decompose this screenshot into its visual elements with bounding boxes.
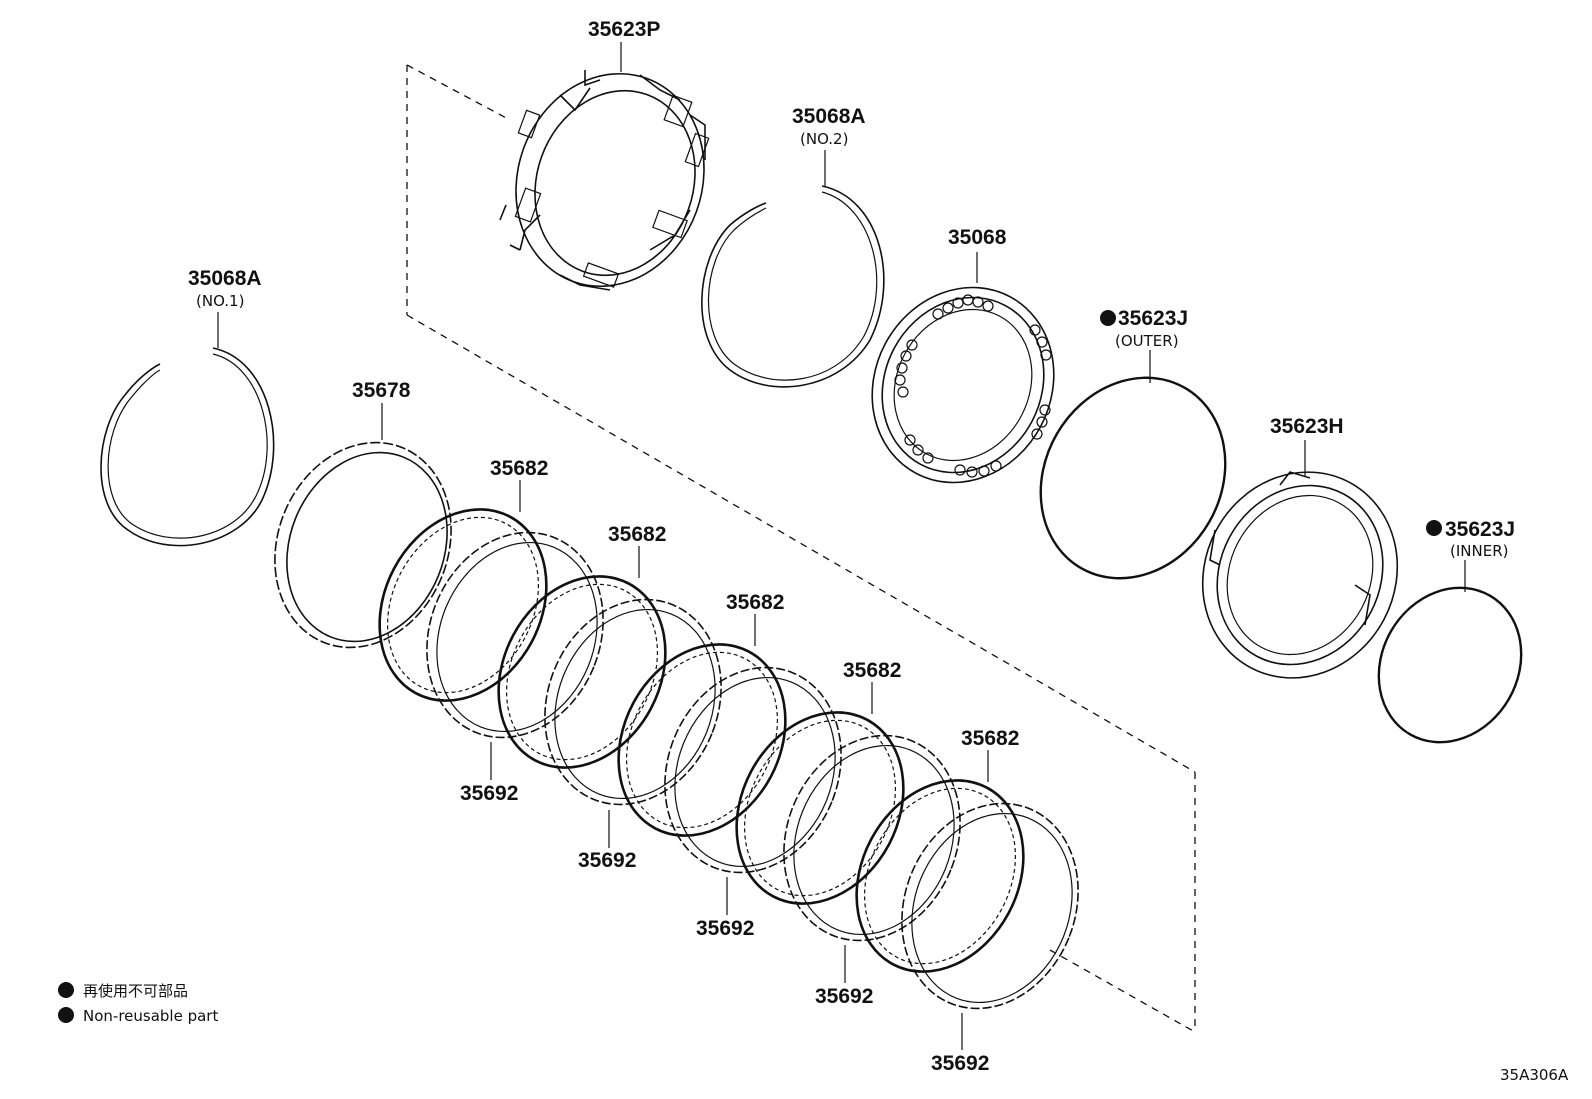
part-35682-friction-disc[interactable] bbox=[824, 750, 1056, 1001]
spring-cluster bbox=[894, 294, 1052, 478]
label-35678: 35678 bbox=[352, 379, 411, 402]
part-35692-steel-plate[interactable] bbox=[635, 641, 871, 915]
label-35623J-outer-note: (OUTER) bbox=[1115, 332, 1179, 350]
part-35623H-piston[interactable] bbox=[1167, 438, 1433, 713]
label-35682-2: 35682 bbox=[608, 523, 666, 546]
legend-bullet-english bbox=[58, 1007, 74, 1023]
label-35692-3: 35692 bbox=[696, 917, 754, 940]
label-35692-2: 35692 bbox=[578, 849, 636, 872]
legend: 再使用不可部品 Non-reusable part bbox=[58, 982, 218, 1025]
label-35623J-outer: 35623J bbox=[1118, 307, 1188, 330]
label-35682-1: 35682 bbox=[490, 457, 548, 480]
non-reusable-marker-outer bbox=[1100, 310, 1116, 326]
part-35068-piston-spring-assembly[interactable] bbox=[838, 252, 1087, 515]
label-35692-1: 35692 bbox=[460, 782, 518, 805]
label-35682-4: 35682 bbox=[843, 659, 901, 682]
clutch-disc-stack bbox=[347, 480, 1108, 1050]
label-35623J-inner-note: (INNER) bbox=[1450, 542, 1508, 560]
part-35623P-drum[interactable] bbox=[487, 42, 734, 313]
label-35623J-inner: 35623J bbox=[1445, 518, 1515, 541]
part-35692-steel-plate[interactable] bbox=[397, 506, 633, 780]
assembly-boundary bbox=[406, 64, 1196, 1033]
part-35682-friction-disc[interactable] bbox=[704, 682, 936, 933]
label-35692-5: 35692 bbox=[931, 1052, 989, 1075]
part-35068A-no1-snap-ring[interactable] bbox=[100, 312, 275, 547]
label-35623P: 35623P bbox=[588, 18, 660, 41]
part-35692-steel-plate[interactable] bbox=[872, 777, 1108, 1050]
legend-english: Non-reusable part bbox=[83, 1007, 218, 1025]
part-35623J-inner-o-ring[interactable] bbox=[1351, 560, 1549, 768]
label-35623H: 35623H bbox=[1270, 415, 1344, 438]
label-35068A-no1: 35068A bbox=[188, 267, 262, 290]
part-35682-friction-disc[interactable] bbox=[586, 614, 818, 865]
label-35068A-no2-note: (NO.2) bbox=[800, 130, 848, 148]
label-35682-3: 35682 bbox=[726, 591, 784, 614]
label-35692-4: 35692 bbox=[815, 985, 873, 1008]
legend-bullet-japanese bbox=[58, 982, 74, 998]
part-35692-steel-plate[interactable] bbox=[515, 573, 751, 848]
diagram-code: 35A306A bbox=[1500, 1066, 1569, 1084]
part-35623J-outer-o-ring[interactable] bbox=[1005, 344, 1261, 612]
label-35068: 35068 bbox=[948, 226, 1007, 249]
part-35678-plate[interactable] bbox=[245, 403, 481, 674]
label-35682-5: 35682 bbox=[961, 727, 1019, 750]
part-35682-friction-disc[interactable] bbox=[347, 480, 579, 730]
legend-japanese: 再使用不可部品 bbox=[83, 982, 188, 1000]
part-35692-steel-plate[interactable] bbox=[754, 709, 990, 983]
part-35068A-no2-snap-ring[interactable] bbox=[701, 150, 885, 388]
label-35068A-no1-note: (NO.1) bbox=[196, 292, 244, 310]
part-35682-friction-disc[interactable] bbox=[466, 546, 698, 797]
non-reusable-marker-inner bbox=[1426, 520, 1442, 536]
label-35068A-no2: 35068A bbox=[792, 105, 866, 128]
